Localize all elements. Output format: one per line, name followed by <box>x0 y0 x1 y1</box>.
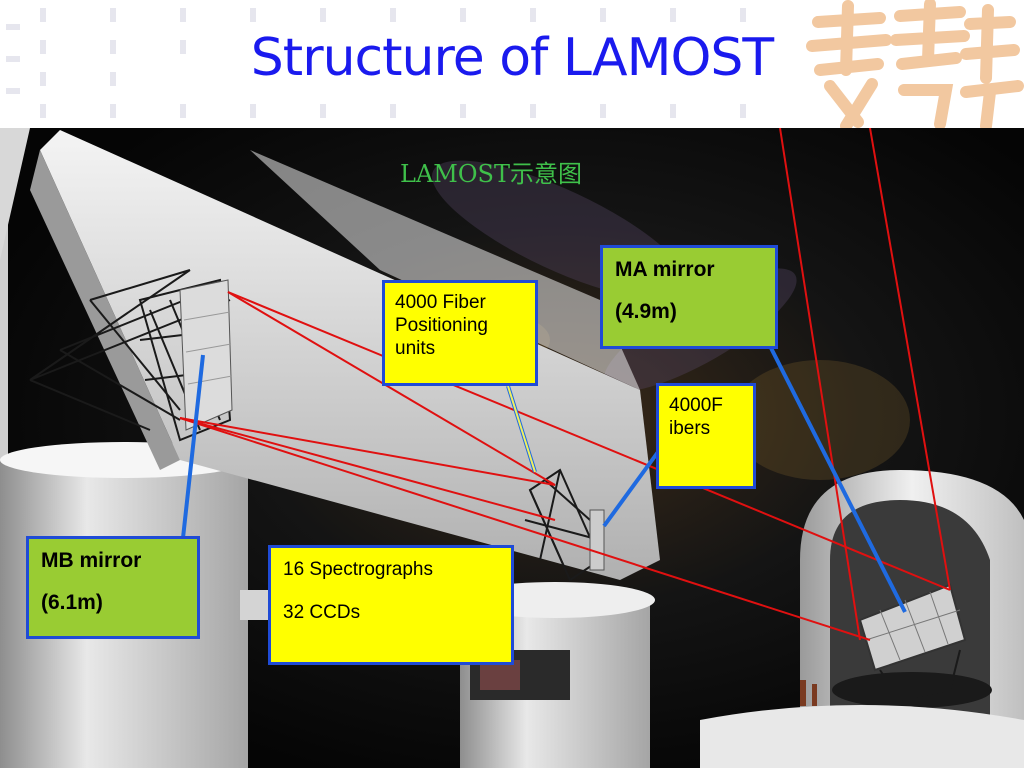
background-pattern <box>6 0 1024 128</box>
fibers-callout: 4000F ibers <box>656 383 756 489</box>
calligraphy-decoration <box>806 0 1024 128</box>
ma-mirror-callout: MA mirror (4.9m) <box>600 245 778 349</box>
slide-title: Structure of LAMOST <box>250 28 774 88</box>
mb-mirror-callout: MB mirror (6.1m) <box>26 536 200 639</box>
spectrographs-callout: 16 Spectrographs 32 CCDs <box>268 545 514 665</box>
ma-mirror-assembly <box>858 583 967 702</box>
slide-header: Structure of LAMOST <box>0 0 1024 128</box>
light-paths <box>179 128 951 641</box>
fiber-positioning-callout: 4000 Fiber Positioning units <box>382 280 538 386</box>
lamost-structure-illustration: LAMOST示意图 <box>0 128 1024 768</box>
scene-caption: LAMOST示意图 <box>400 160 582 188</box>
